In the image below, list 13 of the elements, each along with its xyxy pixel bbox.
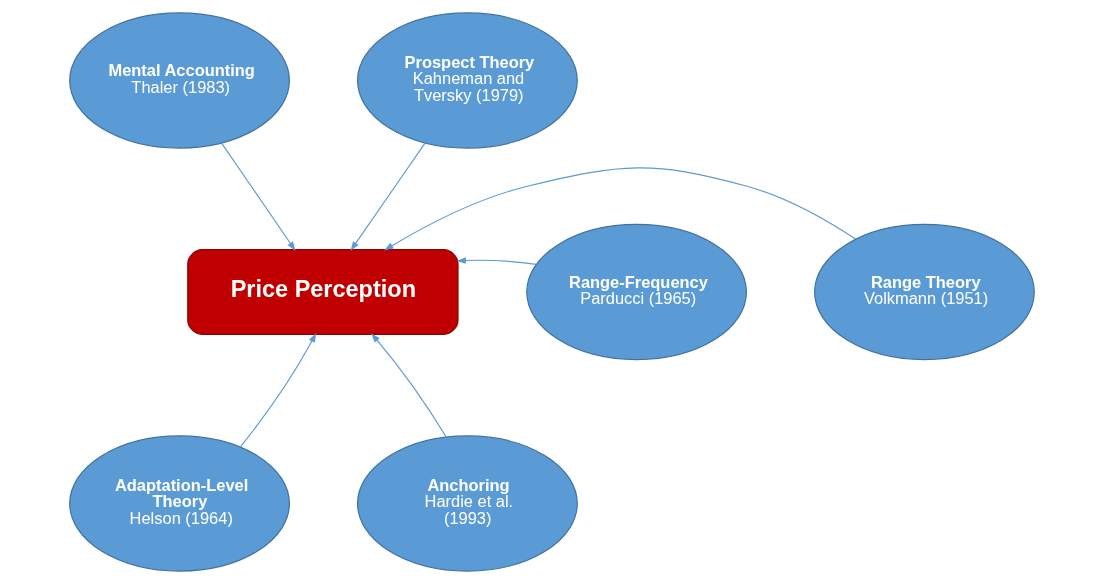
node-ellipse: Adaptation-Level Theory Helson (1964) xyxy=(68,435,290,572)
arrow xyxy=(239,332,316,448)
arrow xyxy=(383,167,856,251)
node-ellipse: Range Theory Volkmann (1951) xyxy=(813,223,1035,361)
node-ellipse: Range-Frequency Parducci (1965) xyxy=(525,223,747,361)
arrow xyxy=(349,142,425,251)
arrow xyxy=(456,257,537,265)
node-ellipse: Mental Accounting Thaler (1983) xyxy=(68,12,290,149)
node-box: Price Perception xyxy=(186,249,459,335)
node-ellipse: Prospect Theory Kahneman and Tversky (1979) xyxy=(356,12,578,149)
arrow xyxy=(370,333,447,438)
node-ellipse: Anchoring Hardie et al. (1993) xyxy=(356,435,578,572)
arrow xyxy=(220,142,296,251)
